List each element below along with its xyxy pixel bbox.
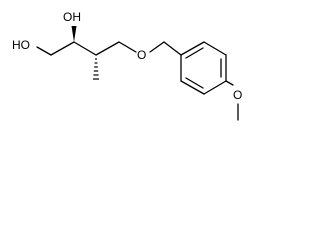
atom-label-o-ether: O bbox=[137, 48, 146, 62]
atom-label-ho: HO bbox=[12, 38, 30, 52]
hashed-wedge-bond-methyl bbox=[93, 58, 99, 80]
wedge-bond-oh bbox=[71, 26, 77, 42]
bond-ring-omethoxy bbox=[225, 80, 234, 86]
bond-choh-chme bbox=[73, 41, 97, 56]
molecule-structure: HO OH O O bbox=[12, 10, 242, 121]
bond-benzyl-ring bbox=[163, 41, 182, 56]
atom-label-o-methoxy: O bbox=[233, 88, 242, 102]
bond-oether-benzyl bbox=[149, 41, 165, 53]
atom-label-oh: OH bbox=[63, 10, 81, 24]
bond-ho-ch2 bbox=[36, 46, 52, 56]
bond-ch2-choh bbox=[50, 41, 75, 56]
bond-ch2-oether bbox=[118, 41, 137, 53]
bond-chme-ch2 bbox=[95, 41, 120, 56]
benzene-ring bbox=[180, 41, 227, 95]
